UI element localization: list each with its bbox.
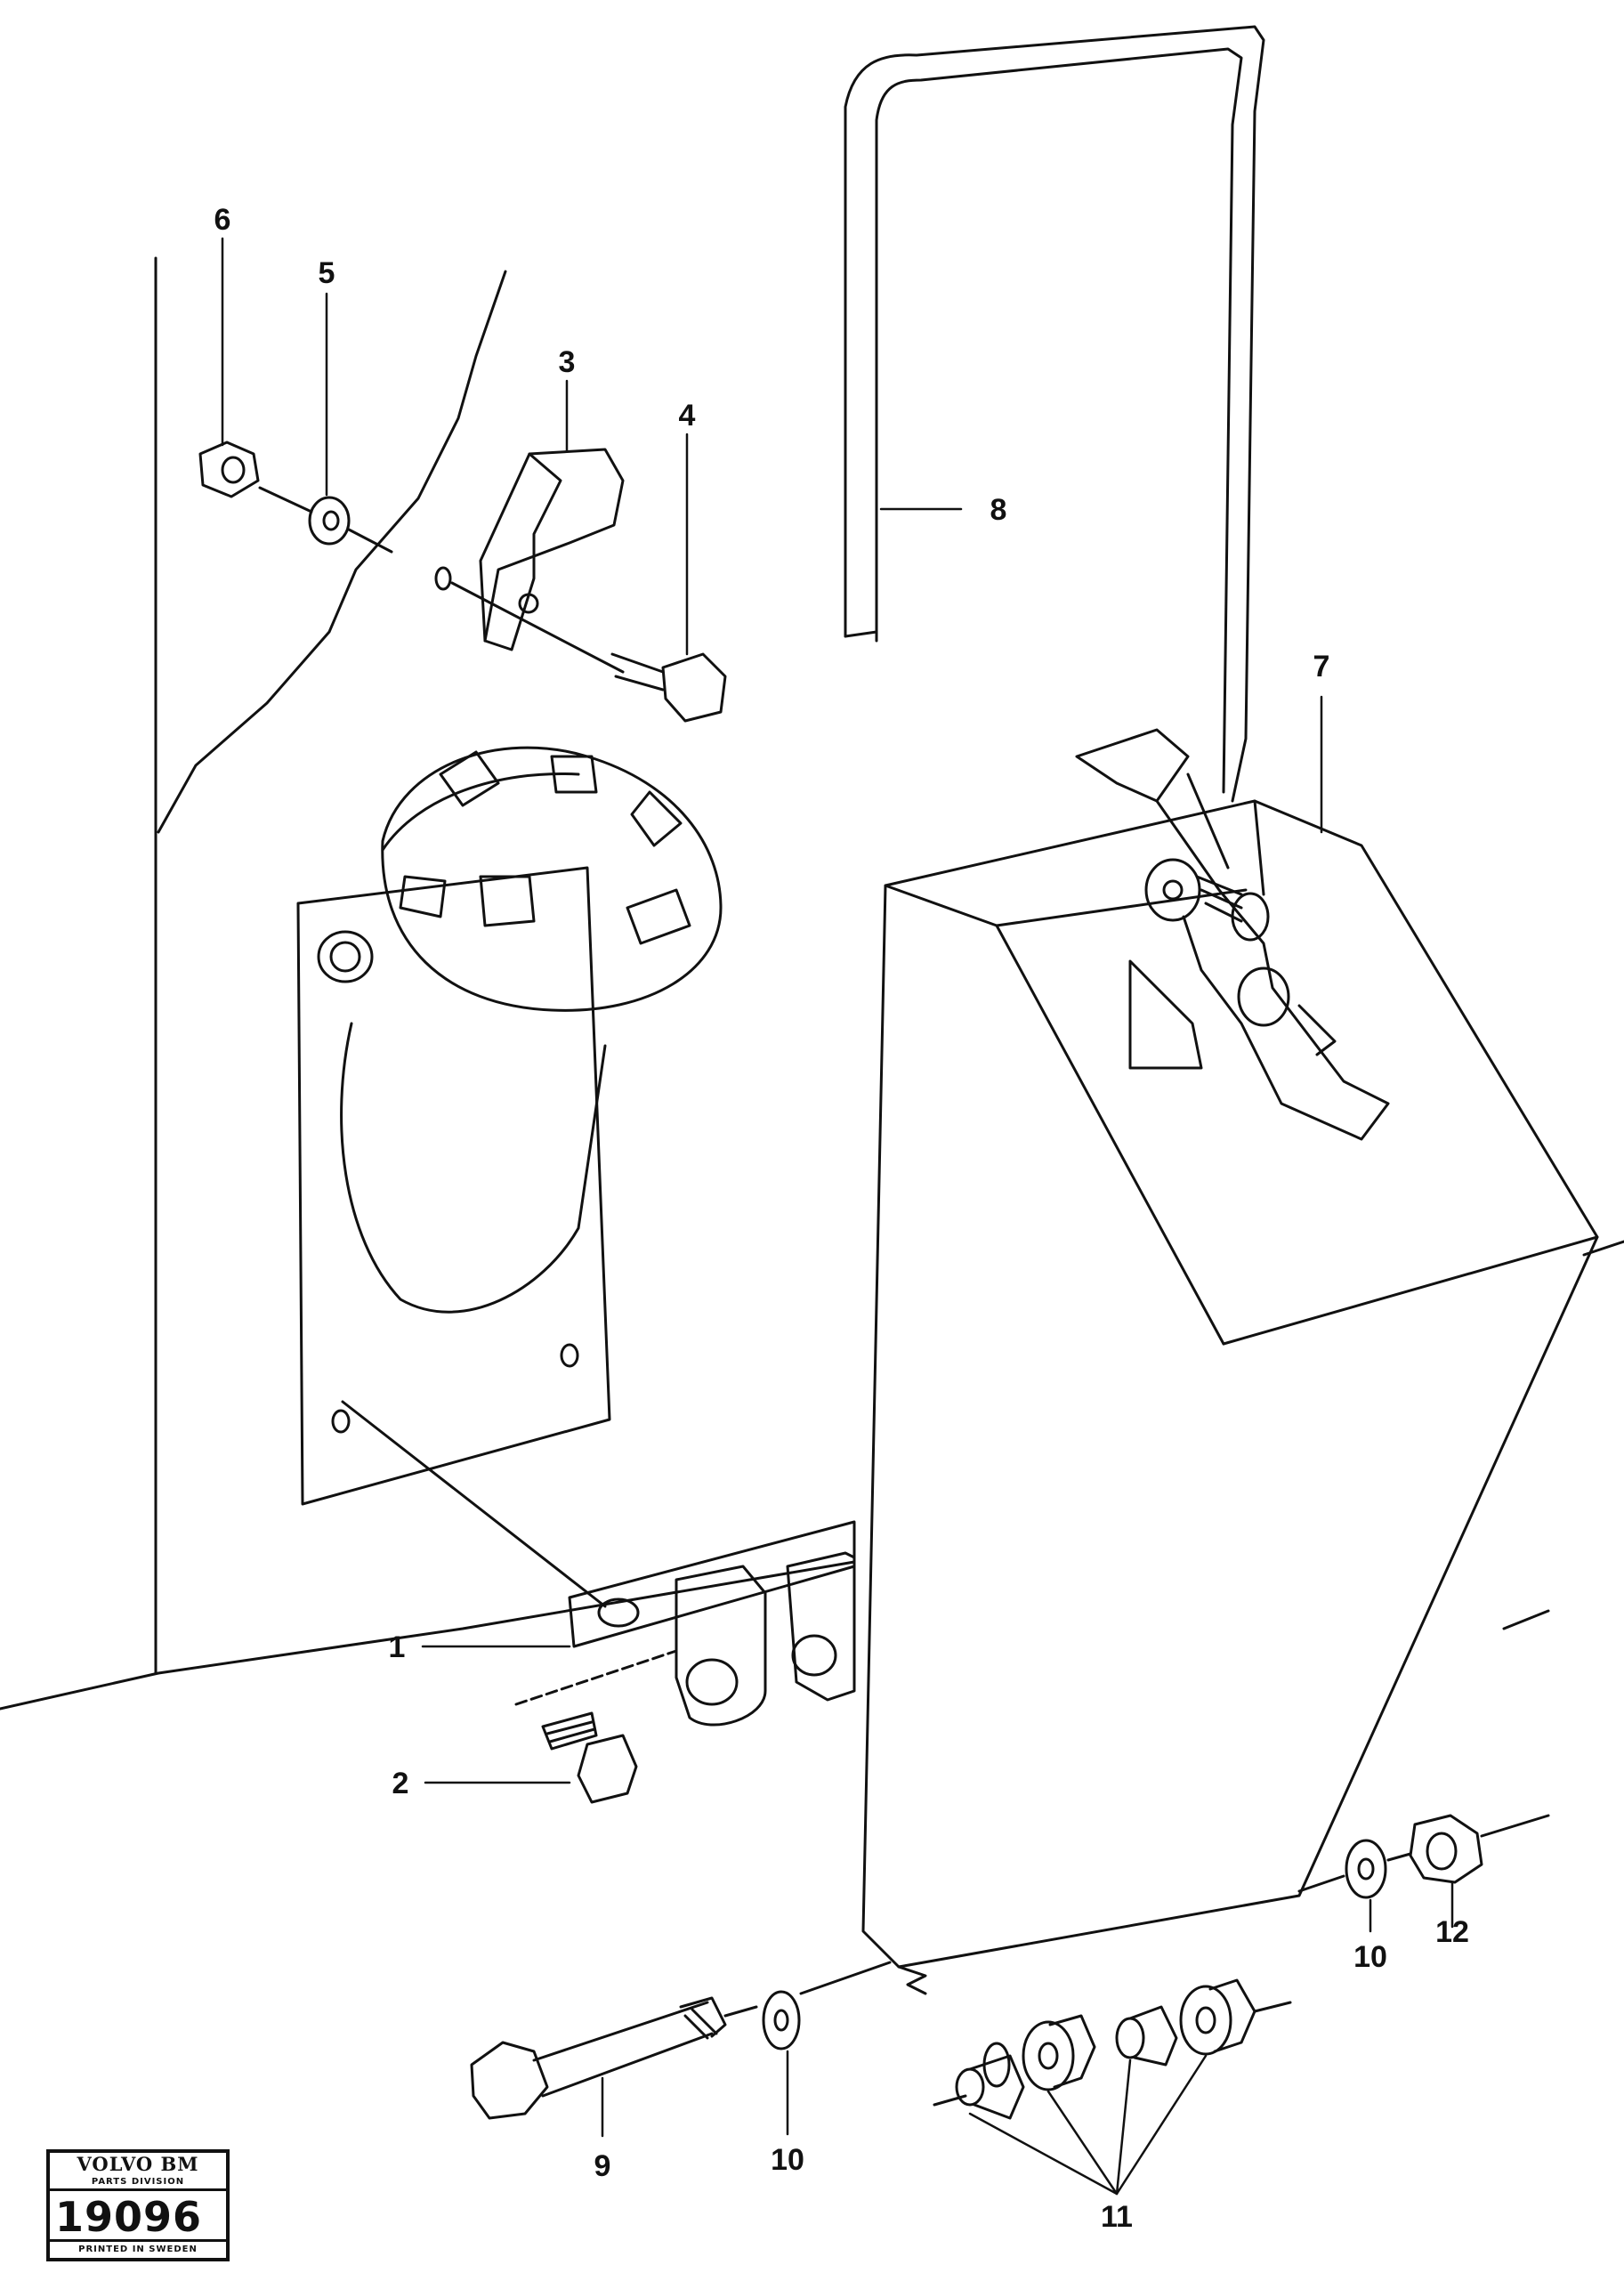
- callout-10-left: 10: [771, 2143, 804, 2177]
- nut-12: [1386, 1814, 1550, 1884]
- leader-lines: [221, 237, 1454, 2196]
- washer-10-right: [1297, 1839, 1387, 1899]
- callout-10-right: 10: [1353, 1940, 1387, 1974]
- stamp-brand: VOLVO BM: [77, 2153, 199, 2175]
- stamp-division: PARTS DIVISION: [50, 2176, 226, 2191]
- mounting-plate: [296, 866, 611, 1506]
- callout-12: 12: [1435, 1915, 1469, 1949]
- callout-6: 6: [214, 203, 231, 237]
- callout-11: 11: [1101, 2200, 1133, 2234]
- callout-3: 3: [559, 345, 576, 379]
- stamp-printed: PRINTED IN SWEDEN: [50, 2239, 226, 2258]
- hinge-bracket: [341, 1400, 856, 1727]
- bolt-9: [470, 1961, 892, 2120]
- washer-10-left: [762, 1990, 801, 2050]
- handle-frame-8: [844, 25, 1265, 803]
- bushings-11: [933, 1978, 1292, 2120]
- bolt-2: [541, 1711, 638, 1804]
- stamp-number: 19096: [55, 2193, 203, 2241]
- callout-8: 8: [990, 493, 1007, 527]
- filler-pipe: [340, 746, 723, 1314]
- washer-5: [308, 496, 351, 546]
- callout-7: 7: [1313, 650, 1330, 683]
- callout-9: 9: [594, 2149, 611, 2183]
- cover-box-7: [861, 799, 1599, 1995]
- bolt-4: [610, 652, 727, 723]
- callout-1: 1: [389, 1630, 406, 1664]
- callout-2: 2: [392, 1767, 409, 1800]
- nut-6: [198, 441, 393, 554]
- clip-3: [434, 448, 625, 674]
- parts-stamp: VOLVO BM PARTS DIVISION 19096 PRINTED IN…: [46, 2149, 230, 2261]
- callout-5: 5: [319, 256, 335, 290]
- latch: [1075, 728, 1390, 1141]
- callout-4: 4: [679, 399, 696, 433]
